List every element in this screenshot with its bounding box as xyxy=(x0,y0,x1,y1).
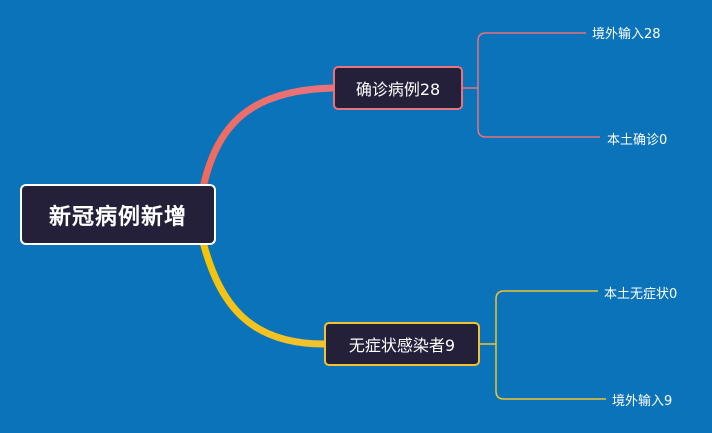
branch-label-confirmed: 确诊病例28 xyxy=(355,80,441,99)
connector-root-confirmed xyxy=(199,84,337,192)
branch-node-asymptomatic[interactable]: 无症状感染者9 xyxy=(324,322,480,366)
connector-root-asymptomatic xyxy=(199,238,328,348)
branch-label-asymptomatic: 无症状感染者9 xyxy=(348,336,456,355)
root-label: 新冠病例新增 xyxy=(48,204,187,230)
connector-asymptomatic-leaves xyxy=(480,290,606,400)
leaf-imported-confirmed[interactable]: 境外输入28 xyxy=(592,27,661,42)
root-node[interactable]: 新冠病例新增 xyxy=(20,184,216,245)
leaf-local-confirmed[interactable]: 本土确诊0 xyxy=(607,133,668,148)
branch-node-confirmed[interactable]: 确诊病例28 xyxy=(333,66,463,110)
connector-confirmed-leaves xyxy=(463,32,600,138)
leaf-local-asymptomatic[interactable]: 本土无症状0 xyxy=(604,287,678,302)
leaf-imported-asymptomatic[interactable]: 境外输入9 xyxy=(612,394,673,409)
